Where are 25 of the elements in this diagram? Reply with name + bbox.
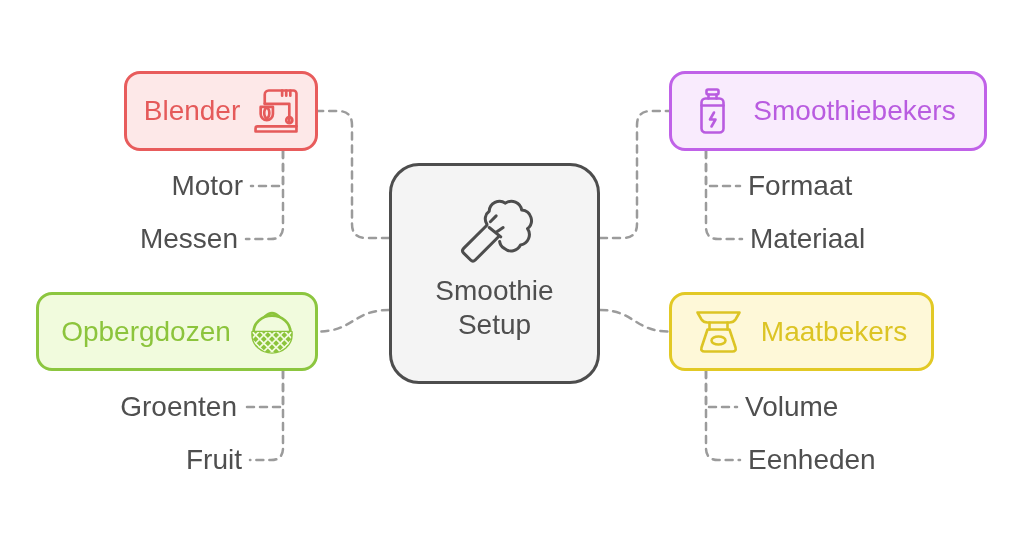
subtopic-label: Eenheden (740, 443, 876, 477)
connector (704, 149, 744, 241)
central-label: Smoothie Setup (434, 274, 555, 342)
topic-label: Blender (143, 94, 241, 128)
connector (316, 109, 391, 240)
subtopic-label: Fruit (186, 443, 250, 477)
central-box (389, 163, 600, 384)
connector (598, 109, 671, 240)
subtopic-label: Motor (171, 169, 251, 203)
topic-box (669, 292, 934, 371)
connector (704, 369, 742, 462)
topic-label: Opbergdozen (61, 314, 231, 349)
subtopic-label: Materiaal (742, 222, 866, 256)
topic-box (124, 71, 318, 151)
connector (598, 308, 671, 333)
topic-label: Smoothiebekers (753, 94, 956, 128)
subtopic-label: Groenten (120, 390, 245, 424)
topic-box (36, 292, 318, 371)
subtopic-label: Messen (139, 222, 246, 256)
topic-box (669, 71, 987, 151)
subtopic-label: Formaat (740, 169, 853, 203)
subtopic-label: Volume (737, 390, 839, 424)
connector (244, 149, 285, 241)
connector (248, 369, 285, 462)
topic-label: Maatbekers (760, 314, 908, 349)
